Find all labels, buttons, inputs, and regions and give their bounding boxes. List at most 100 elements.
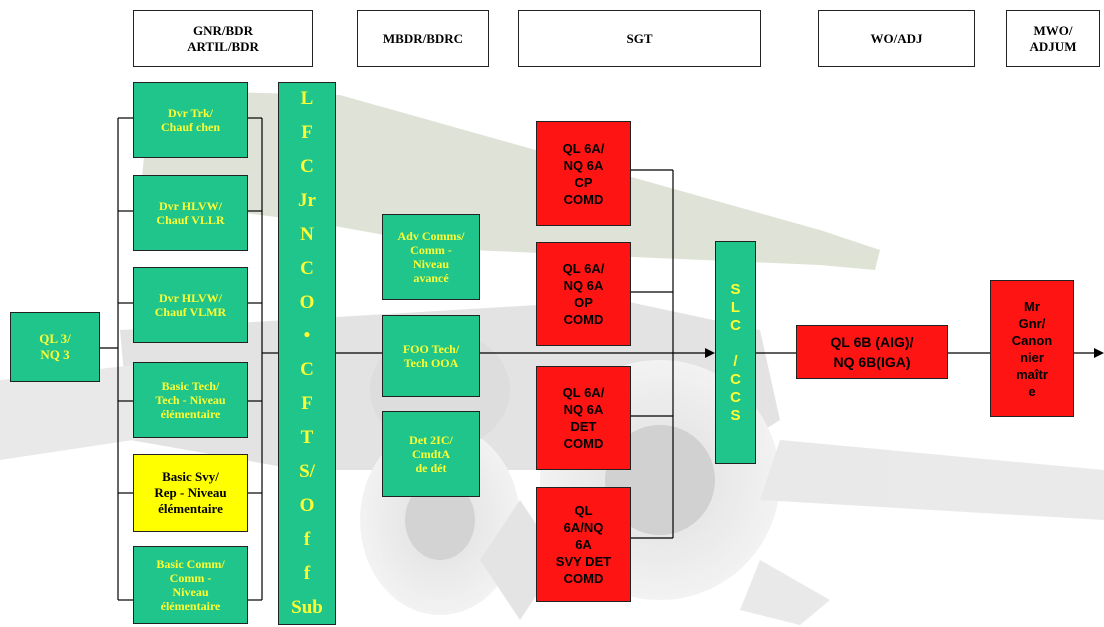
box-line: COMD [563,571,604,586]
mwo-box-master-gunner: Mr Gnr/ Canon nier maîtr e [990,280,1074,417]
box-line: Comm - [410,243,452,257]
box-line: Det 2IC/ [409,433,453,447]
bar-letter: F [301,393,313,415]
box-line: NQ 6B(IGA) [833,354,911,370]
box-line: Niveau [413,257,449,271]
box-line: 6A/NQ [563,520,604,535]
bar-letter: L [730,298,741,316]
box-line: élémentaire [158,501,223,516]
box-line: Tech - Niveau [155,393,226,407]
box-line: Chauf VLMR [154,305,227,319]
box-line: COMD [563,312,604,327]
header-line: ARTIL/BDR [187,38,259,54]
box-line: Chauf VLLR [156,213,225,227]
bar-letter: C [730,370,741,388]
bar-letter: C [730,316,741,334]
box-line: maîtr [1016,366,1048,382]
sgt-box-cp-comd: QL 6A/ NQ 6A CP COMD [536,121,631,226]
bar-letter: O [299,495,315,517]
box-line: QL [574,503,593,518]
rank-header-wo: WO/ADJ [818,10,975,67]
box-line: QL 3/ [39,331,71,346]
box-line: Tech OOA [403,356,459,370]
rank-header-gnr: GNR/BDR ARTIL/BDR [133,10,313,67]
trade-box-dvr-trk: Dvr Trk/ Chauf chen [133,82,248,158]
bar-letter: T [300,427,314,449]
box-line: FOO Tech/ [402,342,460,356]
box-line: CmdtA [412,447,450,461]
box-line: Comm - [169,571,212,585]
box-line: Mr [1024,298,1040,314]
rank-header-sgt: SGT [518,10,761,67]
box-line: NQ 6A [563,157,604,173]
box-line: Dvr HLVW/ [158,291,222,305]
box-line: Niveau [172,585,209,599]
bar-letter: O [299,291,315,313]
header-line: SGT [626,30,653,46]
entry-ql3-box: QL 3/ NQ 3 [10,312,100,382]
bar-letter: N [300,223,314,245]
header-line: MWO/ [1033,22,1073,38]
box-line: avancé [413,271,449,285]
rank-header-mwo: MWO/ ADJUM [1006,10,1100,67]
box-line: Basic Tech/ [161,379,220,393]
bar-letter: Sub [291,596,323,618]
box-line: QL 6A/ [562,385,605,400]
box-line: élémentaire [160,407,221,421]
sgt-box-det-comd: QL 6A/ NQ 6A DET COMD [536,366,631,470]
box-line: 6A [575,537,592,552]
trade-box-basic-comm: Basic Comm/ Comm - Niveau élémentaire [133,546,248,624]
bar-letter: C [300,155,314,177]
box-line: Gnr/ [1018,315,1046,331]
mbdr-box-adv-comms: Adv Comms/ Comm - Niveau avancé [382,214,480,300]
bar-letter: • [303,325,311,347]
box-line: NQ 6A [563,278,604,293]
bar-letter [733,335,737,353]
header-line: GNR/BDR [193,22,253,38]
box-line: Rep - Niveau [154,485,227,500]
trade-box-basic-tech: Basic Tech/ Tech - Niveau élémentaire [133,362,248,438]
bar-letter: S [730,280,741,298]
box-line: QL 6A/ [562,261,605,276]
box-line: COMD [563,191,604,207]
box-line: NQ 6A [563,402,604,417]
box-line: DET [570,419,597,434]
bar-letter: S [730,406,741,424]
bar-letter: C [300,359,314,381]
sgt-box-op-comd: QL 6A/ NQ 6A OP COMD [536,242,631,346]
box-line: SVY DET [555,554,612,569]
bar-letter: Jr [298,189,316,211]
box-line: Chauf chen [160,120,220,134]
bar-letter: C [730,388,741,406]
box-line: QL 6A/ [562,140,605,156]
trade-box-dvr-hlvw-vllr: Dvr HLVW/ Chauf VLLR [133,175,248,251]
box-line: OP [574,295,593,310]
mbdr-box-foo-tech: FOO Tech/ Tech OOA [382,315,480,397]
mbdr-box-det-2ic: Det 2IC/ CmdtA de dét [382,411,480,497]
bar-letter: / [733,352,738,370]
wo-box-ql6b: QL 6B (AIG)/ NQ 6B(IGA) [796,325,948,379]
box-line: Basic Comm/ [156,557,225,571]
header-line: ADJUM [1029,38,1077,54]
box-line: nier [1020,349,1044,365]
box-line: Dvr Trk/ [167,106,213,120]
bar-letter: f [303,562,311,584]
bar-letter: f [303,528,311,550]
box-line: Basic Svy/ [162,469,219,484]
bar-letter: L [300,88,314,109]
bar-letter: C [300,257,314,279]
box-line: QL 6B (AIG)/ [830,334,914,350]
box-line: e [1028,383,1036,399]
bar-letter: F [301,121,313,143]
box-line: COMD [563,436,604,451]
box-line: Canon [1011,332,1053,348]
box-line: de dét [415,461,447,475]
trade-box-basic-svy: Basic Svy/ Rep - Niveau élémentaire [133,454,248,532]
header-line: MBDR/BDRC [382,30,464,46]
box-line: élémentaire [160,599,221,613]
box-line: Dvr HLVW/ [158,199,222,213]
header-line: WO/ADJ [870,30,923,46]
sgt-box-svy-det-comd: QL 6A/NQ 6A SVY DET COMD [536,487,631,602]
